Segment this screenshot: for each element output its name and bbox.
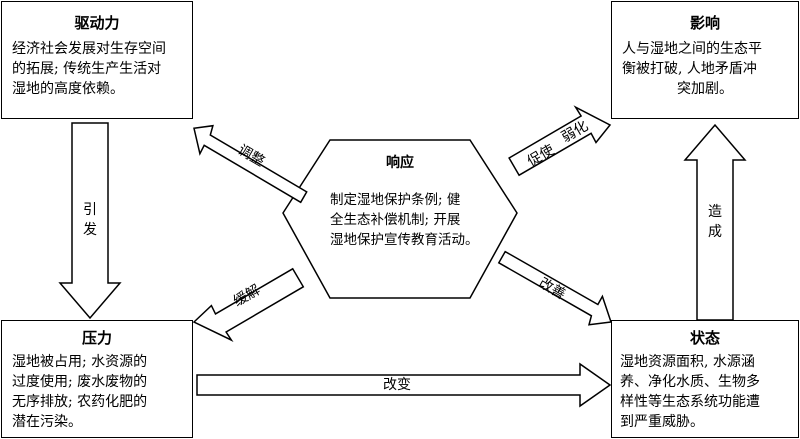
label-induce: 引 发	[83, 202, 97, 238]
impact-text: 人与湿地之间的生态平 衡被打破, 人地矛盾冲 突加剧。	[622, 41, 762, 97]
state-text: 湿地资源面积, 水源涵 养、净化水质、生物多 样性等生态系统功能遭 到严重威胁。	[620, 354, 760, 430]
response-content: 响应 制定湿地保护条例; 健 全生态补偿机制; 开展 湿地保护宣传教育活动。	[300, 152, 500, 250]
label-change: 改变	[383, 377, 411, 393]
arrow-cause	[683, 123, 747, 321]
arrow-improve	[497, 250, 613, 326]
impact-box: 影响 人与湿地之间的生态平 衡被打破, 人地矛盾冲 突加剧。	[611, 1, 799, 119]
pressure-box: 压力 湿地被占用; 水资源的 过度使用; 废水废物的 无序排放; 农药化肥的 潜…	[1, 320, 193, 438]
label-cause: 造 成	[708, 204, 722, 240]
response-hexagon	[282, 139, 518, 299]
driving-force-box: 驱动力 经济社会发展对生存空间 的拓展; 传统生产生活对 湿地的高度依赖。	[1, 1, 193, 119]
arrow-relieve	[192, 267, 305, 342]
state-box: 状态 湿地资源面积, 水源涵 养、净化水质、生物多 样性等生态系统功能遭 到严重…	[611, 320, 799, 438]
impact-title: 影响	[689, 14, 720, 32]
state-title: 状态	[689, 329, 720, 347]
arrow-promote-weaken	[508, 105, 612, 177]
response-title: 响应	[386, 155, 414, 171]
arrow-induce	[58, 122, 122, 320]
pressure-title: 压力	[81, 329, 112, 347]
driving-force-text: 经济社会发展对生存空间 的拓展; 传统生产生活对 湿地的高度依赖。	[12, 41, 166, 97]
arrow-change	[196, 362, 612, 408]
pressure-text: 湿地被占用; 水资源的 过度使用; 废水废物的 无序排放; 农药化肥的 潜在污染…	[12, 354, 148, 430]
driving-force-title: 驱动力	[74, 14, 120, 32]
response-text: 制定湿地保护条例; 健 全生态补偿机制; 开展 湿地保护宣传教育活动。	[330, 192, 479, 248]
arrow-adjust	[193, 124, 308, 204]
